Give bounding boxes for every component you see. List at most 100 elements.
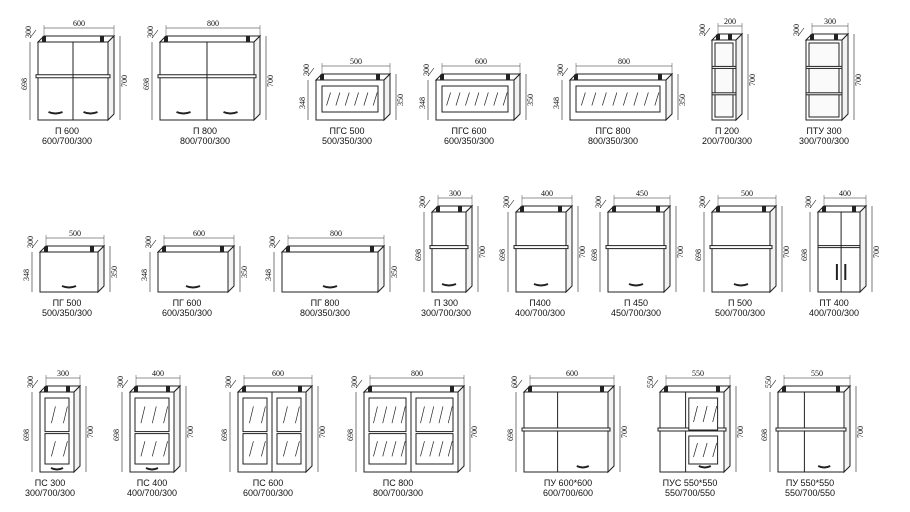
depth-dimension: 300 [792,24,801,36]
cabinet-size: 550/700/550 [664,488,716,498]
hanger-bracket [66,386,70,393]
shelf [805,92,843,96]
door-handle [50,467,64,471]
cabinet-size: 300/700/300 [798,136,850,146]
glass-hatch [702,405,708,423]
dimension-line [31,379,39,389]
cabinet-name: ПГС 600 [451,126,487,136]
hanger-bracket [716,386,720,393]
glass-pane [688,435,719,465]
cabinet-name: П 500 [728,298,752,308]
door-handle [48,111,63,115]
dimension-line [121,379,129,389]
depth-dimension: 600 [510,376,519,388]
door-handle [61,285,77,289]
glass-hatch [354,92,359,106]
depth-dimension: 300 [268,236,277,248]
glass-hatch [140,406,146,424]
cabinet-size: 500/350/300 [321,136,373,146]
dimension-line [229,379,237,389]
height-dimension: 700 [782,246,791,258]
width-dimension: 600 [475,57,487,66]
width-dimension: 200 [724,17,736,26]
cabinet-size: 800/700/300 [372,488,424,498]
glass-hatch [373,406,378,424]
hanger-bracket [600,386,604,393]
hanger-bracket [834,34,838,41]
glass-hatch [151,406,157,424]
height-dimension: 698 [220,429,229,441]
cabinet-front [39,251,99,293]
glass-hatch [295,441,300,457]
hanger-bracket [370,246,374,253]
height-dimension: 698 [346,429,355,441]
height-dimension: 698 [20,78,29,90]
height-dimension: 348 [22,269,31,281]
hanger-bracket [298,386,302,393]
hanger-bracket [100,36,104,43]
height-dimension: 700 [318,426,327,438]
hanger-bracket [716,34,720,41]
height-dimension: 698 [142,78,151,90]
height-dimension: 348 [552,97,561,109]
door-handle [817,465,831,469]
cabinet-front [523,391,609,473]
glass-hatch [633,92,639,106]
glass-hatch [644,92,649,106]
height-dimension: 350 [390,266,399,278]
cabinet-name: П 300 [434,298,458,308]
cabinet-name: ПТ 400 [819,298,849,308]
cabinet-front [817,211,861,293]
cabinet-size: 200/700/300 [701,136,753,146]
cabinet-name: П 450 [624,298,648,308]
glass-pane [242,397,268,433]
cabinet-front [515,211,567,293]
dimension-line [423,199,431,209]
glass-pane [44,397,70,433]
depth-dimension: 300 [698,196,707,208]
dimension-line [797,27,805,37]
door-handle [698,465,712,469]
hanger-bracket [574,74,578,81]
glass-hatch [249,441,254,457]
depth-dimension: 300 [26,376,35,388]
glass-hatch [465,92,470,106]
door-handle [322,285,338,289]
hanger-bracket [44,386,48,393]
glass-hatch [581,92,586,106]
cabinet-size: 800/700/300 [179,136,231,146]
dimension-line [599,199,607,209]
glass-hatch [261,406,266,424]
glass-hatch [693,442,698,458]
door-handle [176,111,191,115]
height-dimension: 698 [112,429,121,441]
hanger-bracket [242,386,246,393]
dimension-line [561,67,569,77]
width-dimension: 400 [152,369,164,378]
shelf [429,245,469,250]
cabinet-name: ПС 800 [382,478,414,488]
shelf [711,92,737,96]
door-handle [441,283,457,287]
shelf [805,65,843,69]
height-dimension: 700 [748,74,757,86]
glass-hatch [373,441,378,457]
dimension-line [515,379,523,389]
glass-hatch [391,406,397,424]
height-dimension: 700 [676,246,685,258]
